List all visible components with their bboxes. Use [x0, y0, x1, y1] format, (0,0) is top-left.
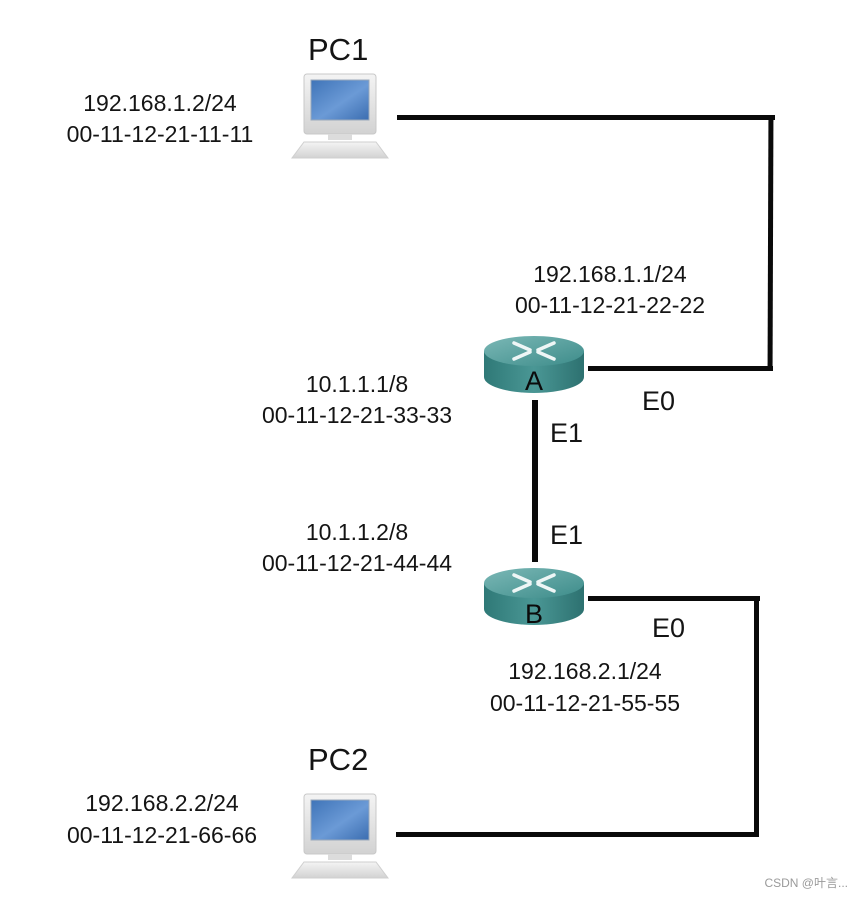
routerB-e1-ip: 10.1.1.2/8 — [305, 519, 409, 545]
router-a-icon[interactable] — [478, 333, 590, 397]
routerA-e0-port-label: E0 — [642, 386, 676, 416]
pc2-ip: 192.168.2.2/24 — [85, 790, 239, 816]
pc1-computer-icon[interactable] — [290, 70, 390, 170]
wire-pc2-vertical — [754, 596, 759, 837]
pc2-title: PC2 — [308, 742, 369, 777]
pc1-title: PC1 — [308, 32, 369, 67]
wire-pc1-horizontal — [397, 115, 775, 120]
routerB-e0-port-label: E0 — [652, 613, 686, 643]
wire-pc2-horizontal — [396, 832, 759, 837]
routerA-e1-port-label: E1 — [550, 418, 584, 448]
router-a-label: A — [524, 366, 543, 396]
routerB-e1-port-label: E1 — [550, 520, 584, 550]
routerB-e0-ip: 192.168.2.1/24 — [508, 658, 662, 684]
routerA-e0-mac: 00-11-12-21-22-22 — [514, 292, 706, 318]
routerB-e0-mac: 00-11-12-21-55-55 — [489, 690, 681, 716]
wire-routerB-e0 — [588, 596, 760, 601]
watermark: CSDN @叶言... — [764, 876, 848, 890]
router-b-label: B — [524, 599, 543, 629]
routerA-e1-mac: 00-11-12-21-33-33 — [261, 402, 453, 428]
pc1-mac: 00-11-12-21-11-11 — [66, 121, 254, 147]
pc2-mac: 00-11-12-21-66-66 — [66, 822, 258, 848]
routerA-e0-ip: 192.168.1.1/24 — [533, 261, 687, 287]
pc2-computer-icon[interactable] — [290, 790, 390, 890]
routerB-e1-mac: 00-11-12-21-44-44 — [261, 550, 453, 576]
router-b-icon[interactable] — [478, 565, 590, 629]
routerA-e1-ip: 10.1.1.1/8 — [305, 371, 409, 397]
pc1-ip: 192.168.1.2/24 — [83, 90, 237, 116]
wire-pc1-vertical — [767, 115, 774, 371]
wire-routerA-routerB — [532, 400, 538, 562]
wire-routerA-e0 — [588, 366, 773, 371]
